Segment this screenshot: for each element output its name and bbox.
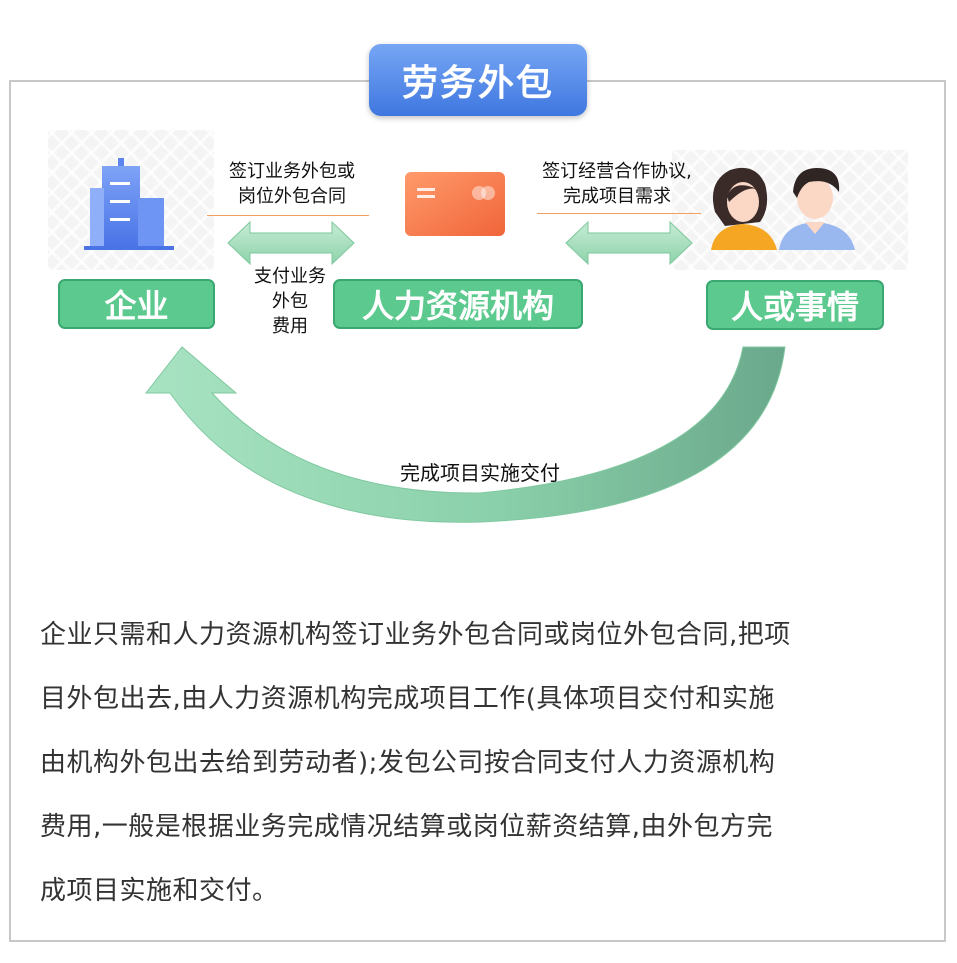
- contract-left-label-line2: 岗位外包合同: [238, 186, 346, 207]
- description-line: 成项目实施和交付。: [40, 876, 279, 906]
- contract-right-underline: [537, 213, 701, 214]
- double-arrow-left: [227, 220, 355, 266]
- contract-left-underline: [207, 215, 369, 216]
- payment-label-line1: 支付业务: [254, 266, 326, 287]
- node-enterprise: 企业: [58, 279, 215, 329]
- contract-right-label-line1: 签订经营合作协议,: [542, 161, 692, 182]
- delivery-curved-arrow: [144, 346, 786, 523]
- description-text: 企业只需和人力资源机构签订业务外包合同或岗位外包合同,把项 目外包出去,由人力资…: [40, 603, 910, 923]
- double-arrow-right: [565, 220, 693, 266]
- contract-right-label-line2: 完成项目需求: [563, 186, 671, 207]
- payment-label-line2: 外包: [272, 291, 308, 312]
- description-line: 费用,一般是根据业务完成情况结算或岗位薪资结算,由外包方完: [40, 812, 774, 842]
- page-title: 劳务外包: [369, 44, 587, 116]
- description-line: 目外包出去,由人力资源机构完成项目工作(具体项目交付和实施: [40, 684, 775, 714]
- description-line: 企业只需和人力资源机构签订业务外包合同或岗位外包合同,把项: [40, 620, 791, 650]
- building-icon: [84, 158, 174, 250]
- payment-label-line3: 费用: [272, 316, 308, 337]
- people-icon: [711, 167, 855, 250]
- credit-card-icon: [405, 172, 505, 236]
- people-icon-backdrop: [672, 150, 908, 270]
- node-agency: 人力资源机构: [333, 279, 583, 329]
- node-people: 人或事情: [706, 280, 884, 330]
- description-line: 由机构外包出去给到劳动者);发包公司按合同支付人力资源机构: [40, 748, 776, 778]
- delivery-label: 完成项目实施交付: [400, 461, 560, 485]
- contract-left-label-line1: 签订业务外包或: [229, 161, 355, 182]
